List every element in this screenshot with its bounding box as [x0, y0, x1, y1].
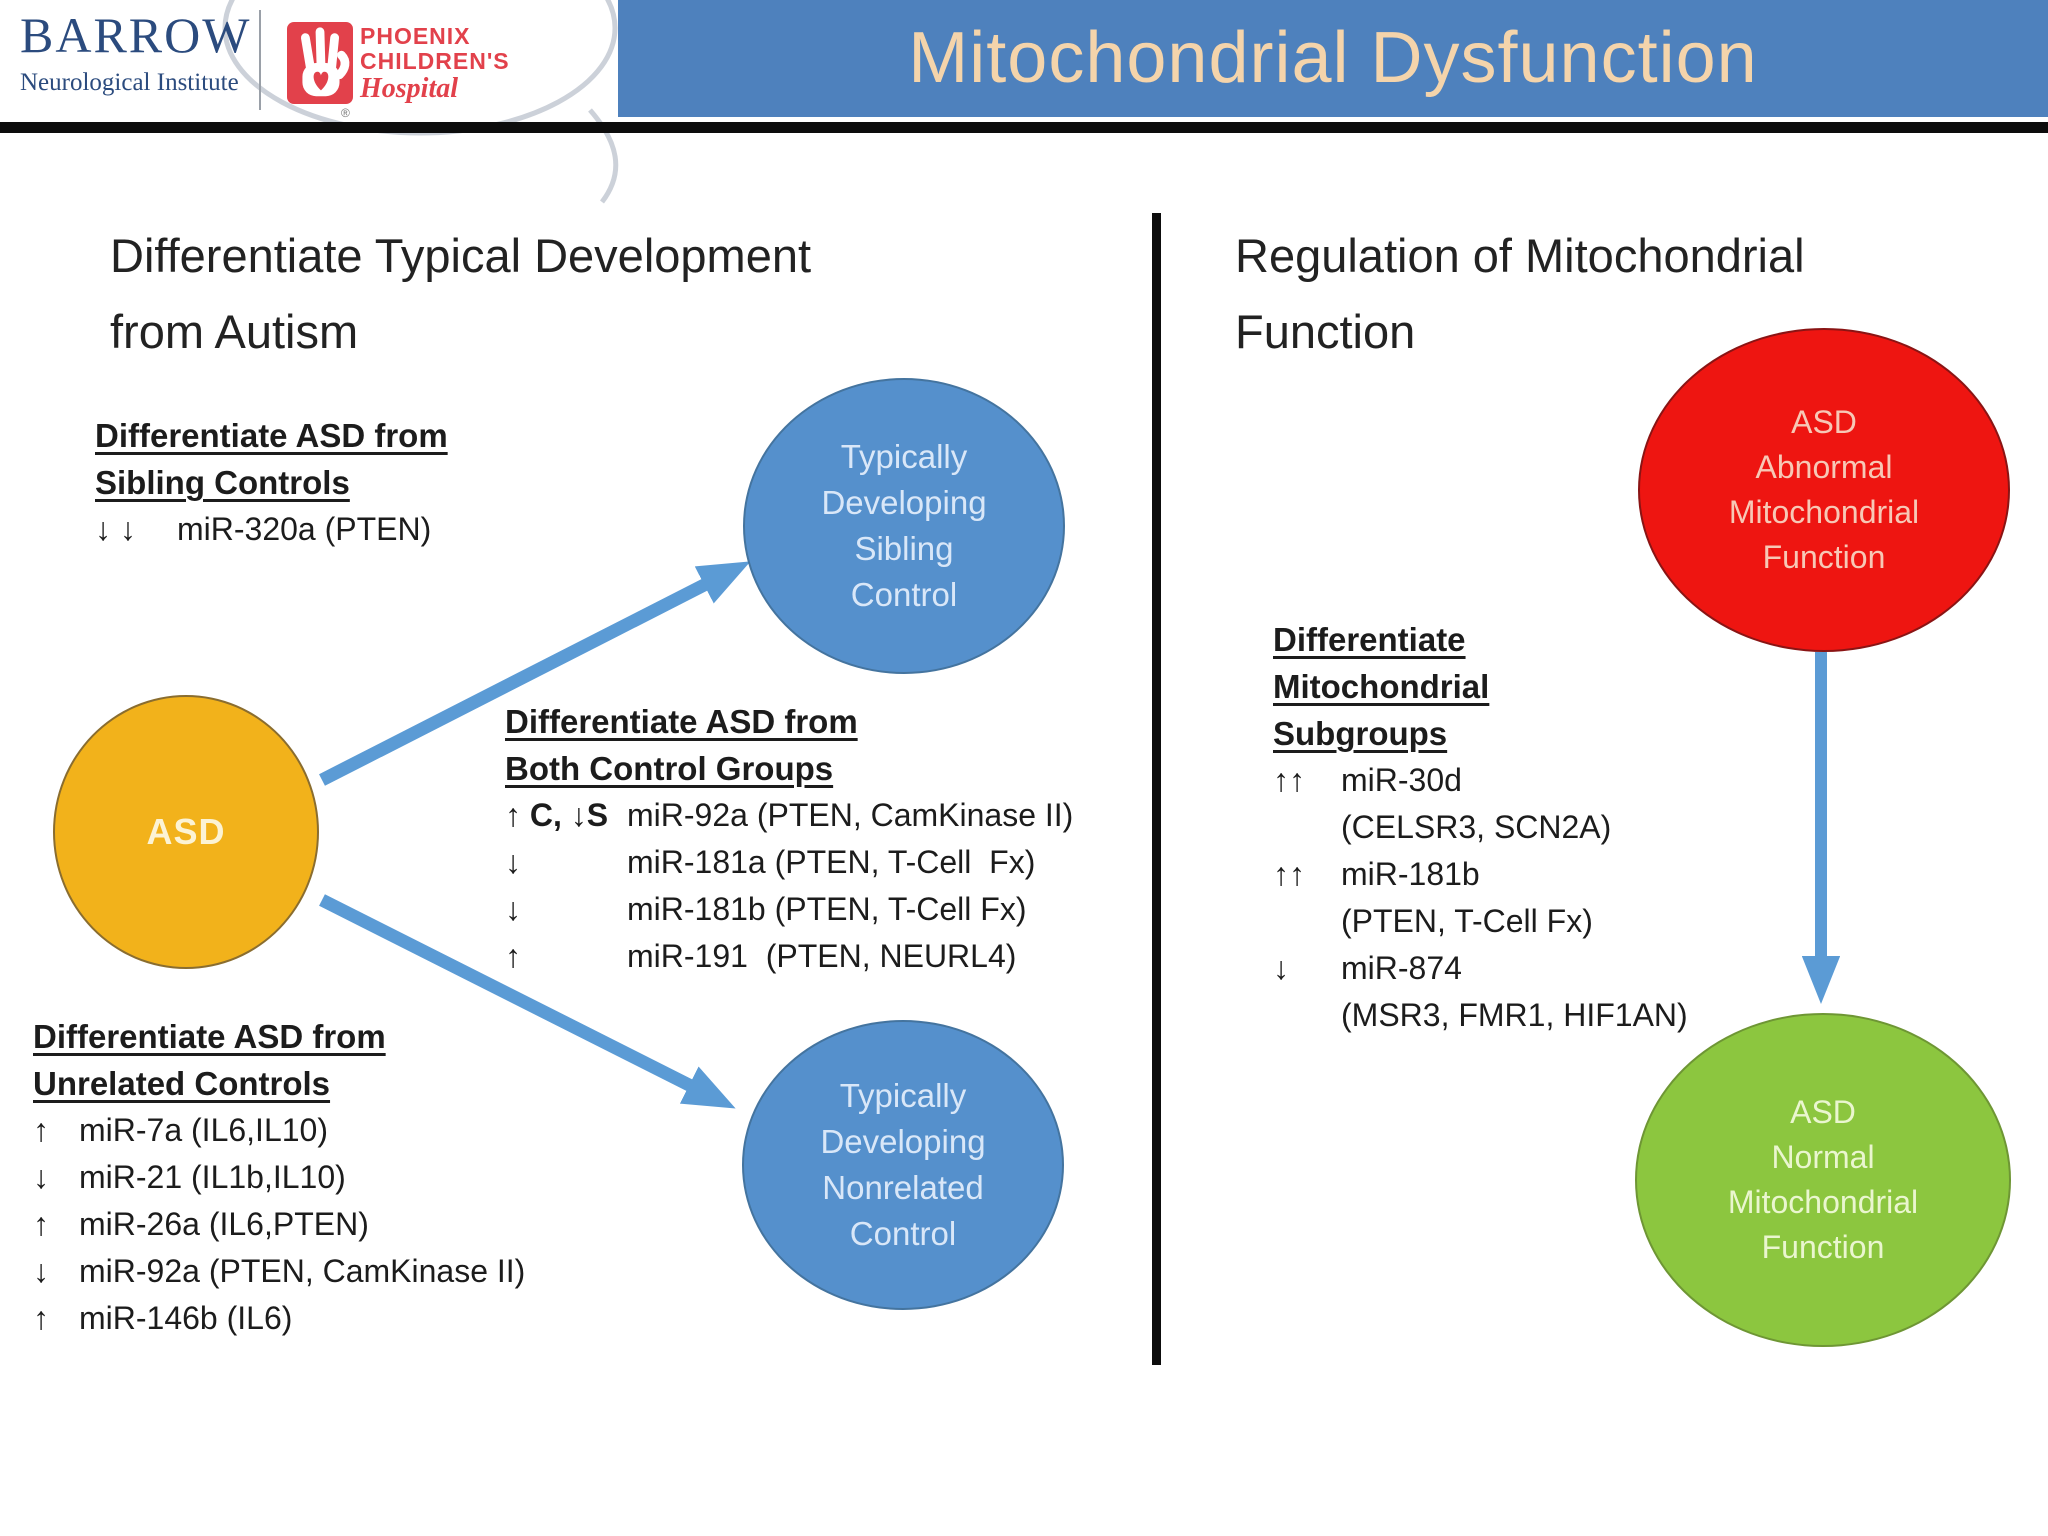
registered-mark: ® [341, 106, 350, 120]
phoenix-logo-line1: PHOENIX [360, 23, 471, 49]
regulation-arrows: ↓ [33, 1253, 49, 1289]
abnormal-mitochondrial-circle: ASD Abnormal Mitochondrial Function [1638, 328, 2010, 652]
barrow-logo-subtitle: Neurological Institute [20, 69, 239, 96]
sibling-control-circle: Typically Developing Sibling Control [743, 378, 1065, 674]
mir-label: miR-146b (IL6) [79, 1300, 293, 1336]
regulation-arrows: ↓ [1273, 950, 1289, 986]
normal-mitochondrial-circle: ASD Normal Mitochondrial Function [1635, 1013, 2011, 1347]
phoenix-logo: PHOENIX CHILDREN'S Hospital [360, 24, 510, 104]
regulation-arrows: ↑ C, ↓S [505, 797, 609, 833]
mir-label: miR-92a (PTEN, CamKinase II) [79, 1253, 526, 1289]
sibling-controls-title: Differentiate ASD from Sibling Controls [95, 417, 448, 501]
left-heading: Differentiate Typical Development from A… [110, 229, 812, 358]
mir-row: ↑ miR-7a (IL6,IL10) [33, 1107, 525, 1154]
asd-circle: ASD [53, 695, 319, 969]
regulation-arrows: ↑ [33, 1112, 49, 1148]
phoenix-hand-icon [287, 22, 353, 104]
unrelated-controls-block: Differentiate ASD from Unrelated Control… [33, 1013, 525, 1342]
mir-label: miR-21 (IL1b,IL10) [79, 1159, 346, 1195]
regulation-arrows: ↓ ↓ [95, 511, 136, 547]
mir-label: miR-191 (PTEN, NEURL4) [627, 938, 1017, 974]
both-controls-block: Differentiate ASD from Both Control Grou… [505, 698, 1073, 980]
regulation-arrows: ↓ [33, 1159, 49, 1195]
mir-targets: (CELSR3, SCN2A) [1341, 809, 1612, 845]
mir-label: miR-874 [1341, 950, 1462, 986]
mir-targets: (MSR3, FMR1, HIF1AN) [1341, 997, 1688, 1033]
regulation-arrows: ↓ [505, 844, 521, 880]
mir-row: ↑ miR-191 (PTEN, NEURL4) [505, 933, 1073, 980]
mir-label: miR-7a (IL6,IL10) [79, 1112, 328, 1148]
mir-row: ↑↑ miR-181b [1273, 851, 1688, 898]
mir-label: miR-92a (PTEN, CamKinase II) [627, 797, 1074, 833]
mir-label: miR-30d [1341, 762, 1462, 798]
both-controls-title: Differentiate ASD from Both Control Grou… [505, 703, 858, 787]
mir-row: ↓ miR-92a (PTEN, CamKinase II) [33, 1248, 525, 1295]
section-divider [1152, 213, 1161, 1365]
regulation-arrows: ↑ [33, 1206, 49, 1242]
mir-row: ↓ miR-181b (PTEN, T-Cell Fx) [505, 886, 1073, 933]
regulation-arrows: ↑ [505, 938, 521, 974]
mir-row: ↑ C, ↓S miR-92a (PTEN, CamKinase II) [505, 792, 1073, 839]
mir-row: ↑↑ miR-30d [1273, 757, 1688, 804]
mir-row: ↓ miR-21 (IL1b,IL10) [33, 1154, 525, 1201]
mitochondrial-subgroups-title: Differentiate Mitochondrial Subgroups [1273, 621, 1490, 752]
right-heading: Regulation of Mitochondrial Function [1235, 229, 1805, 358]
sibling-controls-block: Differentiate ASD from Sibling Controls … [95, 412, 448, 553]
regulation-arrows: ↓ [505, 891, 521, 927]
mir-row: ↑ miR-146b (IL6) [33, 1295, 525, 1342]
barrow-logo-name: BARROW [20, 7, 252, 63]
mir-label: miR-181b (PTEN, T-Cell Fx) [627, 891, 1027, 927]
slide-title: Mitochondrial Dysfunction [908, 18, 1758, 98]
logo-divider [259, 10, 261, 110]
mir-row: ↓ ↓ miR-320a (PTEN) [95, 506, 448, 553]
mitochondrial-subgroups-block: Differentiate Mitochondrial Subgroups ↑↑… [1273, 616, 1688, 1039]
header-rule [0, 122, 2048, 133]
mir-row: ↑ miR-26a (IL6,PTEN) [33, 1201, 525, 1248]
regulation-arrows: ↑↑ [1273, 762, 1305, 798]
unrelated-controls-title: Differentiate ASD from Unrelated Control… [33, 1018, 386, 1102]
phoenix-logo-line3: Hospital [360, 73, 459, 104]
regulation-arrows: ↑ [33, 1300, 49, 1336]
regulation-arrows: ↑↑ [1273, 856, 1305, 892]
barrow-logo: BARROW Neurological Institute [20, 8, 251, 98]
header-bar [618, 0, 2048, 117]
phoenix-logo-line2: CHILDREN'S [360, 48, 510, 74]
nonrelated-control-circle: Typically Developing Nonrelated Control [742, 1020, 1064, 1310]
mir-targets: (PTEN, T-Cell Fx) [1341, 903, 1593, 939]
mir-label: miR-26a (IL6,PTEN) [79, 1206, 369, 1242]
mir-row: ↓ miR-874 [1273, 945, 1688, 992]
mir-label: miR-181b [1341, 856, 1480, 892]
mir-label: miR-181a (PTEN, T-Cell Fx) [627, 844, 1036, 880]
mir-row: ↓ miR-181a (PTEN, T-Cell Fx) [505, 839, 1073, 886]
mir-label: miR-320a (PTEN) [177, 511, 432, 547]
